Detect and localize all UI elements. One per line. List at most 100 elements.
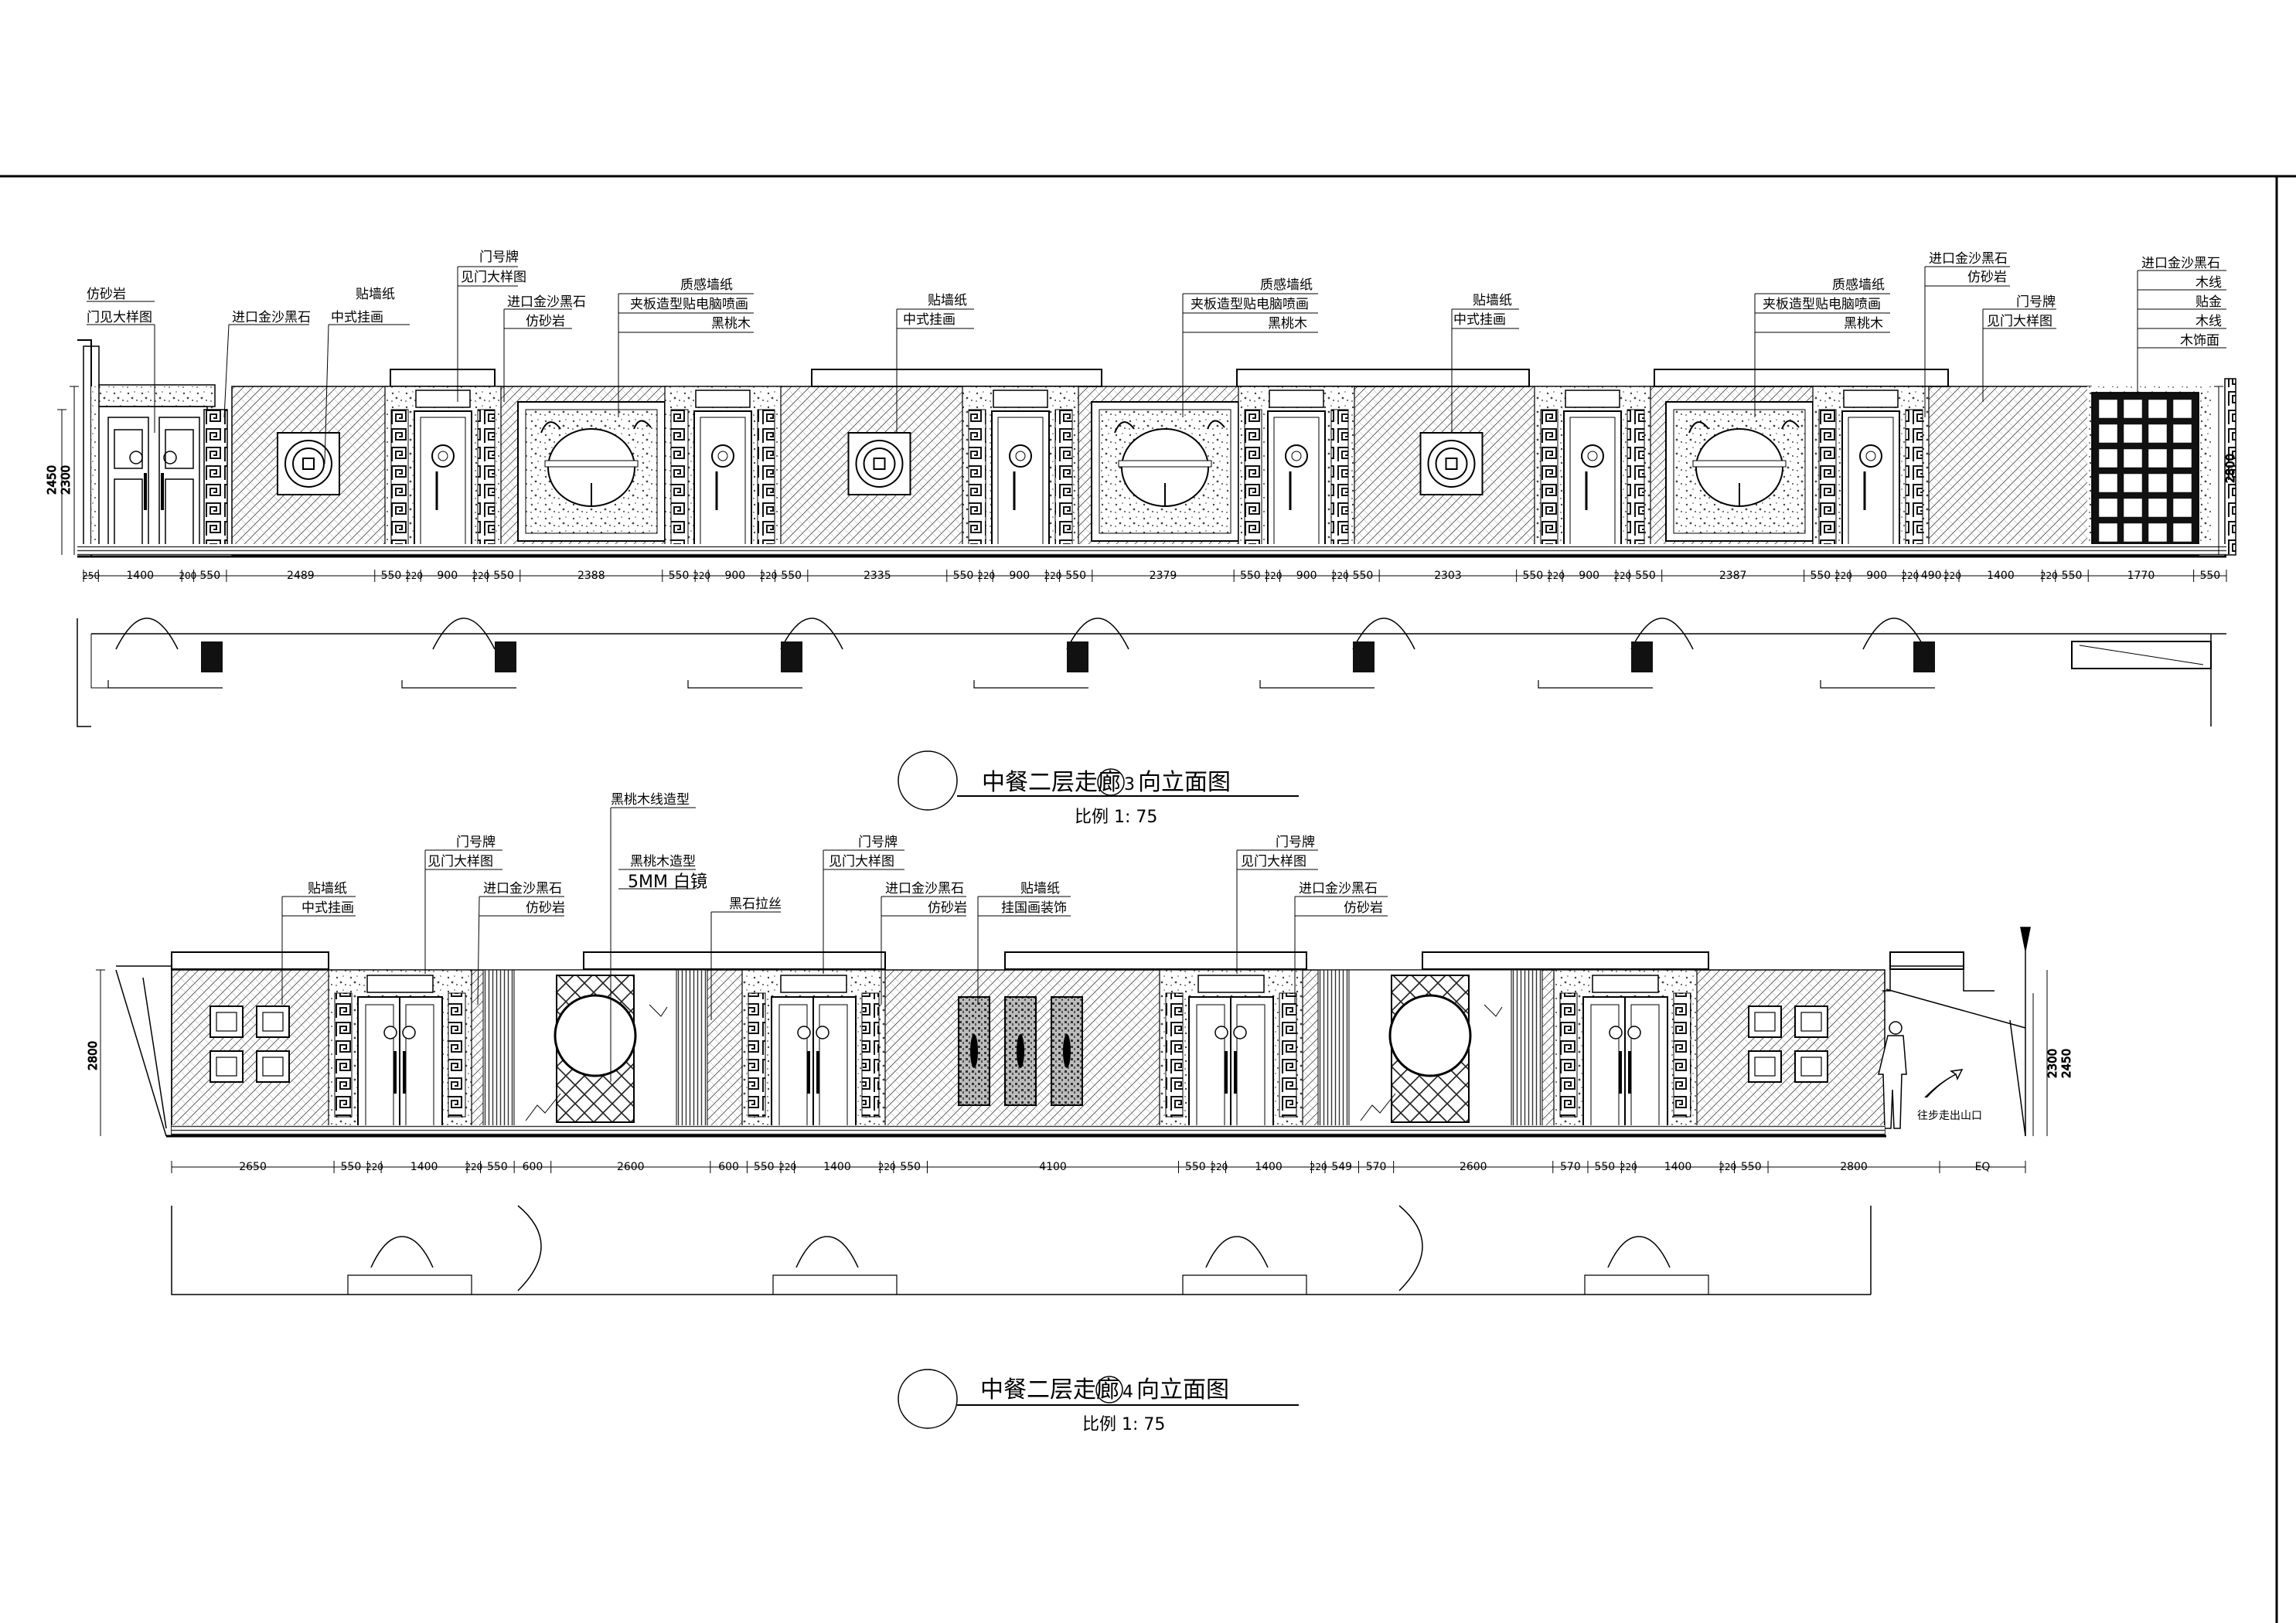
person-figure (1878, 1021, 1964, 1129)
e4-dim-10: 220 (778, 1162, 796, 1172)
elevation-4-scale: 比例 1: 75 (1082, 1415, 1165, 1434)
door-number-plate (695, 390, 751, 408)
moon-mirror-feature (482, 969, 708, 1135)
door-leaf (1841, 410, 1900, 554)
e4-dim-17: 1400 (1255, 1161, 1283, 1173)
e3-dim-15: 550 (781, 570, 802, 582)
e4-dim-18: 220 (1310, 1162, 1327, 1172)
e4-label-heishi: 黑石拉丝 (729, 897, 782, 912)
e3-label-zhigan-2: 质感墙纸 (1260, 277, 1313, 293)
elevation-3-cornice (811, 369, 1102, 387)
plan-door-swing (1630, 618, 1694, 650)
hanging-scroll (1051, 996, 1083, 1106)
e3-dim-36: 220 (1834, 570, 1852, 581)
elevation-3-bay (277, 432, 340, 495)
wine-cell (2148, 449, 2167, 468)
e4-label-jianmen-2: 见门大样图 (829, 854, 894, 869)
plan-column (781, 641, 802, 672)
e3-dim-7: 900 (437, 570, 458, 582)
e4-dim-2: 220 (366, 1162, 383, 1172)
elevation-3-bay (847, 432, 911, 495)
e3-dim-44: 1770 (2127, 570, 2155, 582)
e4-dim-4: 220 (465, 1162, 482, 1172)
elevation-4-cornice (583, 951, 886, 970)
e3-label-tieqiangzhi: 贴墙纸 (356, 287, 395, 302)
e4-label-jinkou-2: 进口金沙黑石 (885, 881, 964, 897)
e3-dim-29: 550 (1522, 570, 1543, 582)
elevation-4-cornice (171, 951, 329, 970)
wine-cell (2099, 498, 2117, 517)
e3-dim-20: 220 (1044, 570, 1062, 581)
double-door (328, 969, 472, 1135)
e3-dim-37: 900 (1866, 570, 1887, 582)
e3-dim-38: 220 (1901, 570, 1919, 581)
elevation-3-scale: 比例 1: 75 (1075, 808, 1157, 827)
wine-cell (2173, 474, 2192, 492)
elevation-3-left-edge (77, 339, 92, 556)
e4-dim-7: 2600 (617, 1161, 645, 1173)
wine-cell (2173, 498, 2192, 517)
e3-label-jiaban-2: 夹板造型贴电脑喷画 (1191, 297, 1309, 312)
plan-column (1631, 641, 1653, 672)
e3-dim-16: 2335 (864, 570, 891, 582)
e3-dim-21: 550 (1065, 570, 1086, 582)
elevation-3-bay (1665, 401, 1814, 542)
framed-picture-group (1748, 1005, 1828, 1083)
plan-column (201, 641, 223, 672)
round-mirror (1388, 994, 1472, 1077)
elevation-3-bay (384, 386, 502, 556)
door-leaf (693, 410, 752, 554)
door-leaf (1563, 410, 1622, 554)
e3-label-jianmen-2: 见门大样图 (1987, 314, 2052, 329)
e3-dim-11: 550 (669, 570, 690, 582)
e3-dim-42: 220 (2040, 570, 2058, 581)
e4-dim-20: 570 (1366, 1161, 1387, 1173)
e3-label-mushimian: 木饰面 (2180, 333, 2219, 349)
wine-cell (2148, 400, 2167, 418)
plan-door-swing (1205, 1236, 1269, 1268)
hanging-scroll (1004, 996, 1037, 1106)
plan-column (1353, 641, 1375, 672)
e3-dim-34: 2387 (1719, 570, 1747, 582)
wine-cell (2099, 523, 2117, 542)
elevation-4-leaders (281, 807, 1388, 1082)
plan-door-swing (370, 1236, 434, 1268)
e3-dim-1: 1400 (126, 570, 154, 582)
e3-dim-22: 2379 (1150, 570, 1177, 582)
e3-dim-3: 550 (199, 570, 220, 582)
plan-door-swing (1352, 618, 1415, 650)
e4-dim-21: 2600 (1460, 1161, 1487, 1173)
e3-dim-31: 900 (1579, 570, 1599, 582)
e3-label-jinkou: 进口金沙黑石 (232, 310, 311, 325)
e4-label-stair: 往步走出山口 (1917, 1110, 1982, 1122)
plan-door-swing (1862, 618, 1926, 650)
elevation-3-bay (517, 401, 666, 542)
e4-dim-24: 220 (1620, 1162, 1637, 1172)
wine-cell (2148, 523, 2167, 542)
elevation-3-bay (1091, 401, 1239, 542)
e3-label-menhaopai-1: 门号牌 (479, 250, 519, 265)
e3-dim-40: 220 (1943, 570, 1961, 581)
e3-dim-19: 900 (1009, 570, 1030, 582)
elevation-4-cornice (1004, 951, 1307, 970)
elevation-3-height-dims: 2450 2300 2800 (45, 386, 2238, 555)
elevation-4-ends (115, 927, 2031, 1137)
wine-cell (2124, 449, 2142, 468)
elevation-3-bay (1812, 386, 1930, 556)
wine-cell (2124, 400, 2142, 418)
e3-label-menhaopai-2: 门号牌 (2016, 294, 2056, 310)
e3-dim-41: 1400 (1987, 570, 2015, 582)
door-number-plate (1592, 975, 1659, 993)
e3-dim-14: 220 (760, 570, 778, 581)
e4-dim-3: 1400 (410, 1161, 438, 1173)
elevation-4-plan (171, 1205, 1872, 1295)
e4-label-menhaopai-3: 门号牌 (1276, 835, 1315, 850)
e3-dim-30: 220 (1547, 570, 1565, 581)
e3-dim-25: 900 (1296, 570, 1317, 582)
e3-dim-18: 220 (977, 570, 995, 581)
e3-label-muxian-2: 木线 (2196, 314, 2222, 329)
